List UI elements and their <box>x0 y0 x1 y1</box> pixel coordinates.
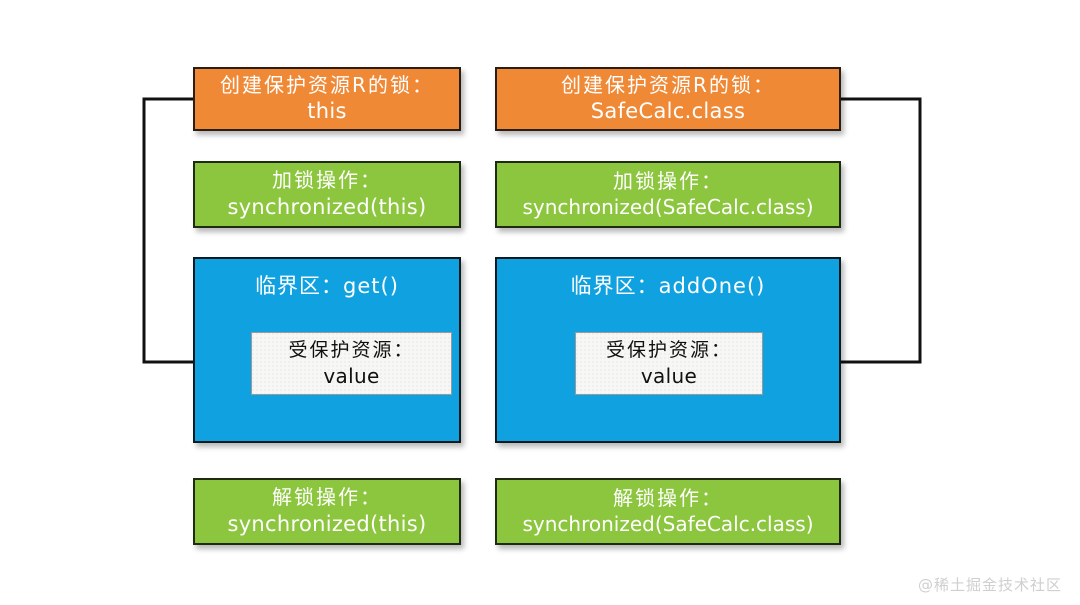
lock-creation-label-line2: SafeCalc.class <box>590 99 746 124</box>
protected-resource-label-line1: 受保护资源： <box>605 339 732 362</box>
protected-resource-box-addone[interactable]: 受保护资源： value <box>575 332 763 395</box>
critical-section-box-addone[interactable]: 临界区：addOne() <box>495 257 841 443</box>
unlock-operation-box-instance[interactable]: 解锁操作： synchronized(this) <box>193 478 461 545</box>
critical-section-title-addone: 临界区：addOne() <box>570 274 766 298</box>
lock-creation-box-instance[interactable]: 创建保护资源R的锁： this <box>193 67 461 131</box>
lock-operation-box-instance[interactable]: 加锁操作： synchronized(this) <box>193 161 461 228</box>
unlock-operation-label-line2: synchronized(this) <box>227 511 427 536</box>
unlock-operation-box-class[interactable]: 解锁操作： synchronized(SafeCalc.class) <box>495 478 841 545</box>
unlock-operation-label-line2: synchronized(SafeCalc.class) <box>522 511 814 536</box>
lock-operation-label-line2: synchronized(SafeCalc.class) <box>522 194 814 219</box>
lock-operation-label-line2: synchronized(this) <box>227 194 427 219</box>
lock-creation-label-line1: 创建保护资源R的锁： <box>220 72 434 97</box>
protected-resource-value: value <box>640 363 698 388</box>
protected-resource-label-line1: 受保护资源： <box>288 339 415 362</box>
lock-creation-box-class[interactable]: 创建保护资源R的锁： SafeCalc.class <box>495 67 841 131</box>
watermark: @稀土掘金技术社区 <box>917 576 1062 594</box>
unlock-operation-label-line1: 解锁操作： <box>272 485 382 510</box>
critical-section-title-get: 临界区：get() <box>255 274 399 298</box>
lock-creation-label-line1: 创建保护资源R的锁： <box>561 72 775 97</box>
protected-resource-box-get[interactable]: 受保护资源： value <box>251 332 452 395</box>
lock-operation-label-line1: 加锁操作： <box>613 168 723 193</box>
lock-operation-label-line1: 加锁操作： <box>272 168 382 193</box>
lock-operation-box-class[interactable]: 加锁操作： synchronized(SafeCalc.class) <box>495 161 841 228</box>
lock-creation-label-line2: this <box>307 99 347 124</box>
protected-resource-value: value <box>323 363 380 388</box>
unlock-operation-label-line1: 解锁操作： <box>613 485 723 510</box>
